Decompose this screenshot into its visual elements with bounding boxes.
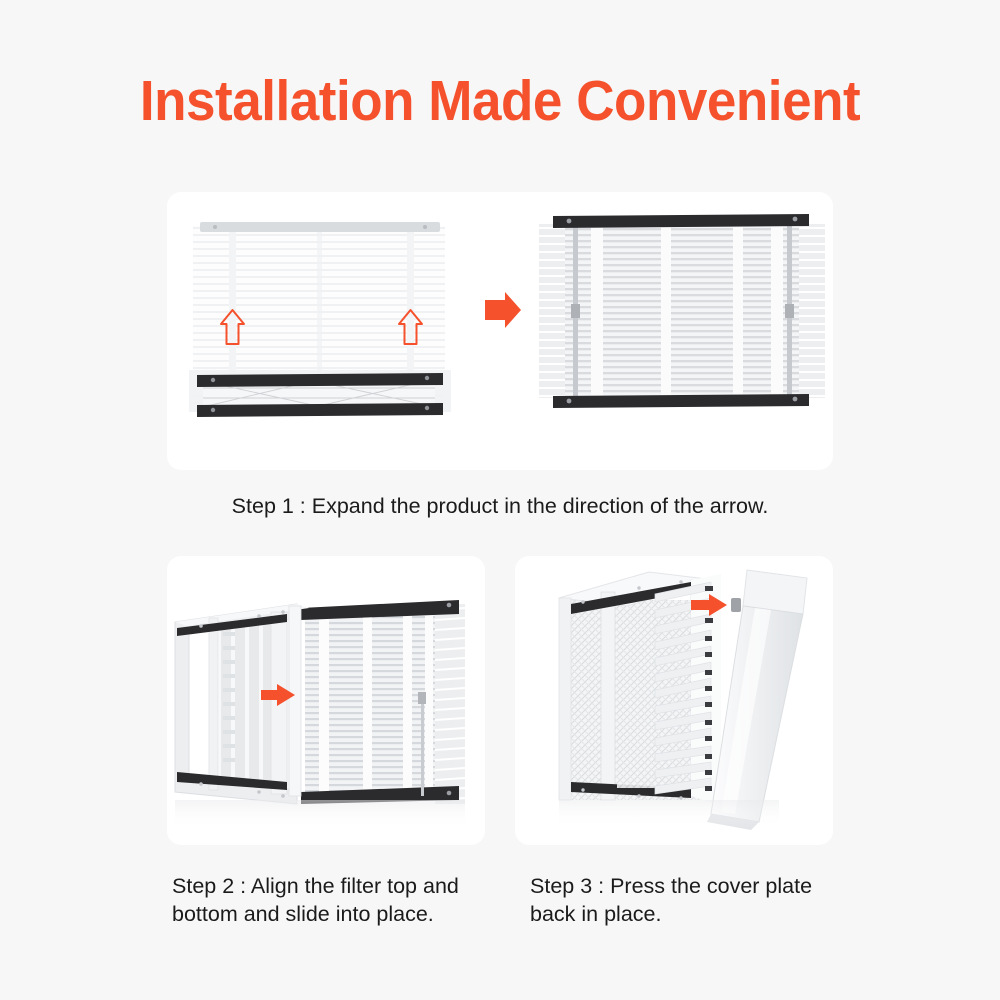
cover-plate-pressed-into-housing-illustration [558, 569, 808, 830]
step-2-image-card [167, 556, 485, 845]
page-title: Installation Made Convenient [139, 69, 861, 133]
step-1-image-card [167, 192, 833, 470]
filter-body-group [301, 600, 466, 804]
left-arrow-icon [691, 594, 727, 616]
collapsed-and-expanded-filter-illustration [189, 214, 825, 417]
step-3-image-card [515, 556, 833, 845]
step-3-caption: Step 3 : Press the cover plate back in p… [530, 874, 813, 927]
right-arrow-icon [485, 292, 521, 328]
cover-plate-group [707, 569, 808, 830]
up-arrow-icon [220, 309, 245, 345]
step-2-caption: Step 2 : Align the filter top and bottom… [172, 874, 459, 927]
expanded-filter-group [539, 214, 825, 408]
housing-frame-group [174, 603, 309, 805]
step-1-caption: Step 1 : Expand the product in the direc… [231, 494, 769, 518]
up-arrow-icon [398, 309, 423, 345]
filter-sliding-into-housing-illustration [174, 600, 466, 830]
left-arrow-icon [261, 684, 295, 706]
collapsed-filter-group [189, 222, 451, 417]
